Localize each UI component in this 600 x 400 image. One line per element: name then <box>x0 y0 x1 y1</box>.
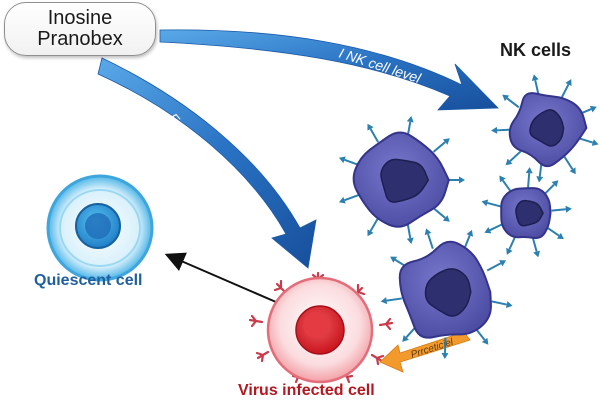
nk-receptor <box>527 173 531 188</box>
nk-receptor <box>487 201 502 208</box>
nk-receptor <box>344 194 360 202</box>
nk-receptor <box>551 208 566 212</box>
nk-receptor-tip <box>525 167 533 174</box>
nk-receptor-tip <box>491 126 498 134</box>
nk-receptor-tip <box>499 260 507 267</box>
nk-cells-group <box>338 74 599 359</box>
nk-receptor-tip <box>536 176 544 183</box>
nk-receptor <box>369 128 380 143</box>
nk-receptor <box>508 235 517 250</box>
nk-receptor <box>506 97 520 109</box>
quiescent-cell-label: Quiescent cell <box>34 272 143 289</box>
nk-receptor-tip <box>406 237 414 245</box>
nk-receptor-tip <box>402 335 409 342</box>
nk-receptor <box>432 207 446 219</box>
nk-receptor-tip <box>442 138 450 145</box>
nk-receptor-tip <box>565 205 572 213</box>
virus-infected-cell-label: Virus infected cell <box>238 382 375 399</box>
nk-receptor-tip <box>565 79 572 87</box>
nk-receptor <box>432 141 446 153</box>
nk-receptor-tip <box>466 229 473 237</box>
nk-cell-nucleus <box>515 199 544 227</box>
nk-receptor <box>560 83 570 99</box>
nk-cell-small <box>481 167 572 258</box>
nk-receptor-tip <box>380 297 388 305</box>
nk-receptor-tip <box>338 196 346 204</box>
nk-receptor <box>386 297 402 302</box>
nk-receptor-tip <box>338 156 346 164</box>
nk-receptor <box>489 223 504 232</box>
nk-receptor <box>443 337 447 353</box>
nk-receptor <box>486 262 502 272</box>
nk-receptor <box>509 150 522 162</box>
nk-receptor-tip <box>556 232 564 240</box>
nk-receptor-tip <box>406 115 414 123</box>
nk-receptor <box>546 226 560 237</box>
nk-receptor <box>491 300 507 306</box>
drug-name-line2: Pranobex <box>37 28 123 50</box>
nk-cell-attacking <box>380 228 513 359</box>
nk-receptor-tip <box>441 352 449 359</box>
nk-receptor-tip <box>390 256 398 263</box>
nk-receptor <box>531 237 538 252</box>
reversion-arrow <box>164 252 277 303</box>
nk-receptor-tip <box>591 139 599 146</box>
drug-name-line1: Inosine <box>47 7 113 29</box>
nk-cell-large <box>338 115 465 245</box>
nk-receptor <box>427 233 434 249</box>
nk-receptor-tip <box>367 123 374 131</box>
nk-receptor-tip <box>481 337 489 345</box>
nk-receptor-tip <box>499 175 506 183</box>
virus-infected-cell <box>248 271 394 384</box>
nk-cell-nucleus <box>380 158 430 203</box>
nk-receptor-tip <box>505 158 513 166</box>
nk-level-arrow: I NK cell level <box>159 29 499 111</box>
nk-receptor-tip <box>551 180 559 187</box>
nk-cells-label: NK cells <box>500 40 572 60</box>
nk-receptor-tip <box>569 167 576 175</box>
nk-cell-nucleus <box>424 268 472 317</box>
nk-receptor-tip <box>367 229 374 237</box>
nk-receptor-tip <box>481 199 489 207</box>
nk-receptor-tip <box>505 301 513 308</box>
drug-box: Inosine Pranobex <box>4 2 156 56</box>
nk-receptor <box>534 79 540 95</box>
nk-receptor <box>563 156 574 170</box>
nk-receptor-tip <box>533 250 541 258</box>
nk-receptor-tip <box>459 176 465 184</box>
cytotoxic-arrow-label: Prrceticiel <box>410 337 456 361</box>
nk-cell-top-right <box>491 74 599 183</box>
nk-receptor-tip <box>442 215 450 222</box>
nk-receptor-tip <box>424 228 432 236</box>
nk-receptor-tip <box>506 247 513 255</box>
nk-receptor-tip <box>531 74 539 81</box>
nk-receptor-tip <box>484 227 492 234</box>
nk-receptor <box>344 158 360 166</box>
nk-receptor <box>406 222 412 239</box>
nk-receptor <box>578 137 594 144</box>
nk-receptor-tip <box>589 105 597 113</box>
quiescent-cell <box>46 174 154 282</box>
nk-cell-nucleus <box>529 109 565 147</box>
nk-receptor-tip <box>502 94 510 102</box>
nk-receptor <box>502 179 512 193</box>
nk-receptor <box>369 217 380 232</box>
